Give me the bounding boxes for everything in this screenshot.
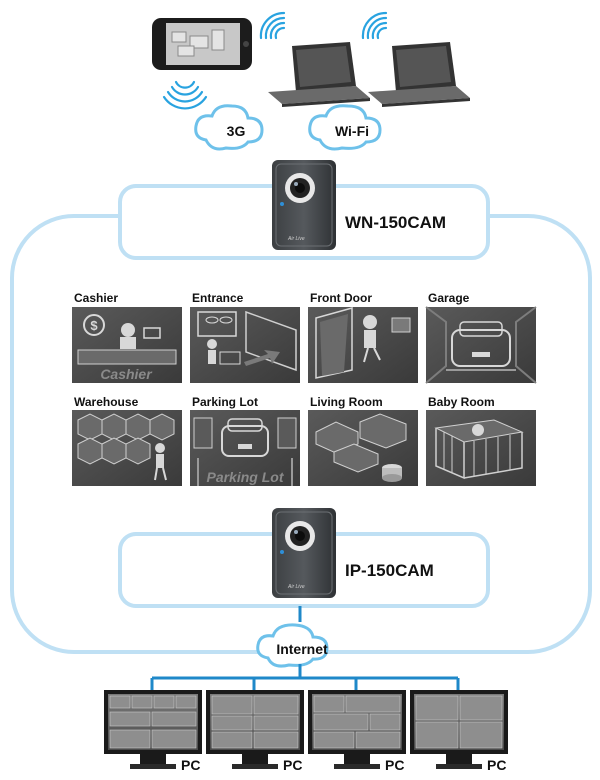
cloud-3g-label: 3G (227, 123, 246, 139)
pc-label: PC (283, 757, 302, 773)
scene-tile-living-room (308, 410, 418, 486)
scene-label: Parking Lot (192, 395, 258, 409)
pc-label: PC (181, 757, 200, 773)
wireless-signal-icon (259, 11, 286, 40)
pc-monitor-4 (410, 690, 508, 769)
wireless-signal-icon (162, 80, 208, 110)
scene-tile-parking-lot: Parking Lot (190, 410, 300, 486)
pc-label: PC (487, 757, 506, 773)
camera-top-label: WN-150CAM (345, 213, 446, 232)
scene-tile-front-door (308, 307, 418, 383)
cloud-wifi-label: Wi-Fi (335, 123, 369, 139)
scene-label: Baby Room (428, 395, 495, 409)
smartphone-icon (152, 18, 252, 70)
scene-tile-entrance (190, 307, 300, 383)
camera-bottom-label: IP-150CAM (345, 561, 434, 580)
scene-label: Cashier (74, 291, 118, 305)
wireless-signal-icon (361, 11, 388, 40)
scene-sign: Cashier (100, 366, 153, 382)
camera-brand-label: Air Live (287, 236, 305, 242)
scene-grid: Cashier Entrance Front Door Garage Wareh… (72, 291, 537, 486)
scene-label: Entrance (192, 291, 244, 305)
svg-text:$: $ (90, 318, 98, 333)
scene-tile-warehouse (72, 410, 182, 486)
cloud-internet: Internet (256, 623, 329, 668)
camera-brand-label: Air Live (287, 584, 305, 590)
pc-monitor-2 (206, 690, 304, 769)
scene-label: Living Room (310, 395, 383, 409)
pc-monitor-3 (308, 690, 406, 769)
camera-icon: Air Live (272, 508, 336, 598)
scene-tile-cashier: $ Cashier (72, 307, 182, 383)
cloud-3g: 3G (194, 104, 264, 151)
scene-tile-baby-room (426, 410, 536, 486)
camera-icon: Air Live (272, 160, 336, 250)
cloud-wifi: Wi-Fi (308, 104, 382, 151)
pc-link-lines (150, 664, 460, 690)
cloud-internet-label: Internet (276, 641, 328, 657)
scene-sign: Parking Lot (206, 469, 284, 485)
scene-label: Warehouse (74, 395, 139, 409)
pc-label: PC (385, 757, 404, 773)
laptop-icon (368, 42, 470, 107)
laptop-icon (268, 42, 370, 107)
scene-label: Front Door (310, 291, 372, 305)
pc-monitor-1 (104, 690, 202, 769)
scene-tile-garage (425, 306, 537, 384)
scene-label: Garage (428, 291, 470, 305)
